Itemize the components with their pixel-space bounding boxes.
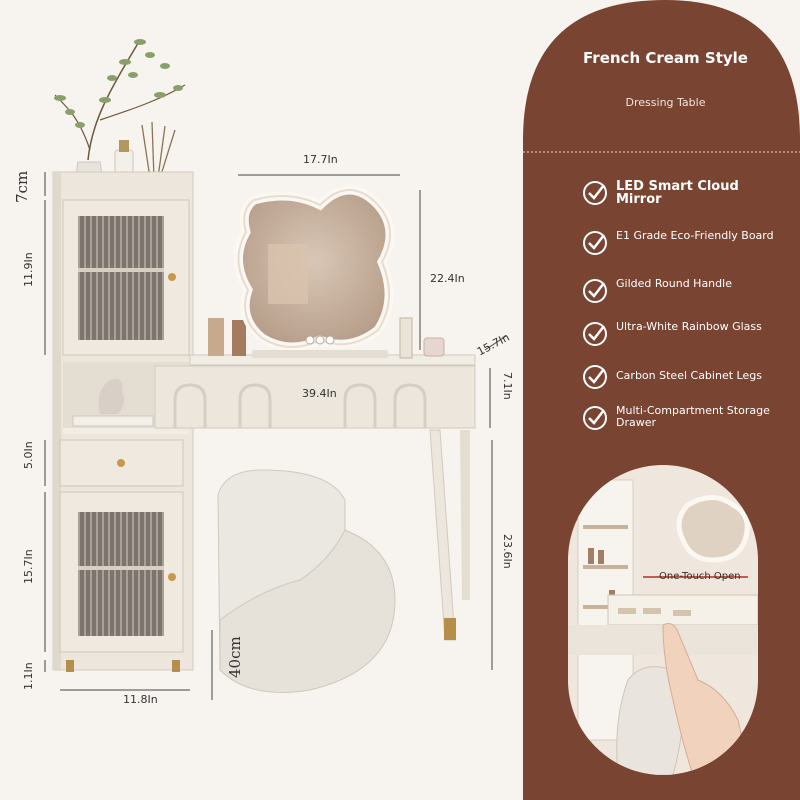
dim-upper-cabinet: 11.9In: [22, 252, 35, 287]
dim-table-height: 23.6In: [501, 534, 514, 569]
feature-label: Ultra-White Rainbow Glass: [616, 320, 762, 333]
feature-item: Multi-Compartment Storage Drawer: [582, 405, 776, 431]
check-circle-icon: [583, 406, 607, 430]
check-circle-icon: [583, 181, 607, 205]
stool: [217, 469, 396, 693]
feature-label: Multi-Compartment Storage Drawer: [616, 404, 770, 429]
dim-mid-drawer: 5.0In: [22, 441, 35, 469]
feature-item: Gilded Round Handle: [582, 278, 776, 304]
feature-label: E1 Grade Eco-Friendly Board: [616, 229, 774, 242]
dim-lower-cabinet: 15.7In: [22, 549, 35, 584]
panel-title: French Cream Style: [583, 49, 748, 67]
check-circle-icon: [583, 365, 607, 389]
dim-cabinet-width: 11.8In: [123, 693, 158, 706]
side-cabinet: [52, 171, 194, 672]
dim-table-width: 39.4In: [302, 387, 337, 400]
feature-item: E1 Grade Eco-Friendly Board: [582, 230, 776, 256]
feature-item: LED Smart Cloud Mirror: [582, 180, 776, 206]
dimension-lines: [44, 172, 507, 700]
one-touch-open-callout: One-Touch Open: [659, 571, 741, 582]
dim-drawer-height: 7.1In: [501, 372, 514, 400]
dim-feet: 1.1In: [22, 662, 35, 690]
check-circle-icon: [583, 322, 607, 346]
check-circle-icon: [583, 279, 607, 303]
feature-label: Gilded Round Handle: [616, 277, 732, 290]
feature-label: Carbon Steel Cabinet Legs: [616, 369, 762, 382]
drawer-photo: [568, 465, 758, 775]
dim-stool-height: 40cm: [226, 636, 244, 678]
panel-subtitle: Dressing Table: [625, 96, 706, 109]
cloud-mirror: [233, 185, 395, 358]
dim-mirror-height: 22.4In: [430, 272, 465, 285]
feature-panel: [523, 0, 800, 800]
feature-item: Ultra-White Rainbow Glass: [582, 321, 776, 347]
feature-item: Carbon Steel Cabinet Legs: [582, 364, 776, 390]
dim-mirror-width: 17.7In: [303, 153, 338, 166]
feature-label: LED Smart Cloud Mirror: [616, 179, 739, 207]
desk: [154, 317, 476, 641]
check-circle-icon: [583, 231, 607, 255]
dim-top-shelf: 7cm: [13, 170, 31, 203]
